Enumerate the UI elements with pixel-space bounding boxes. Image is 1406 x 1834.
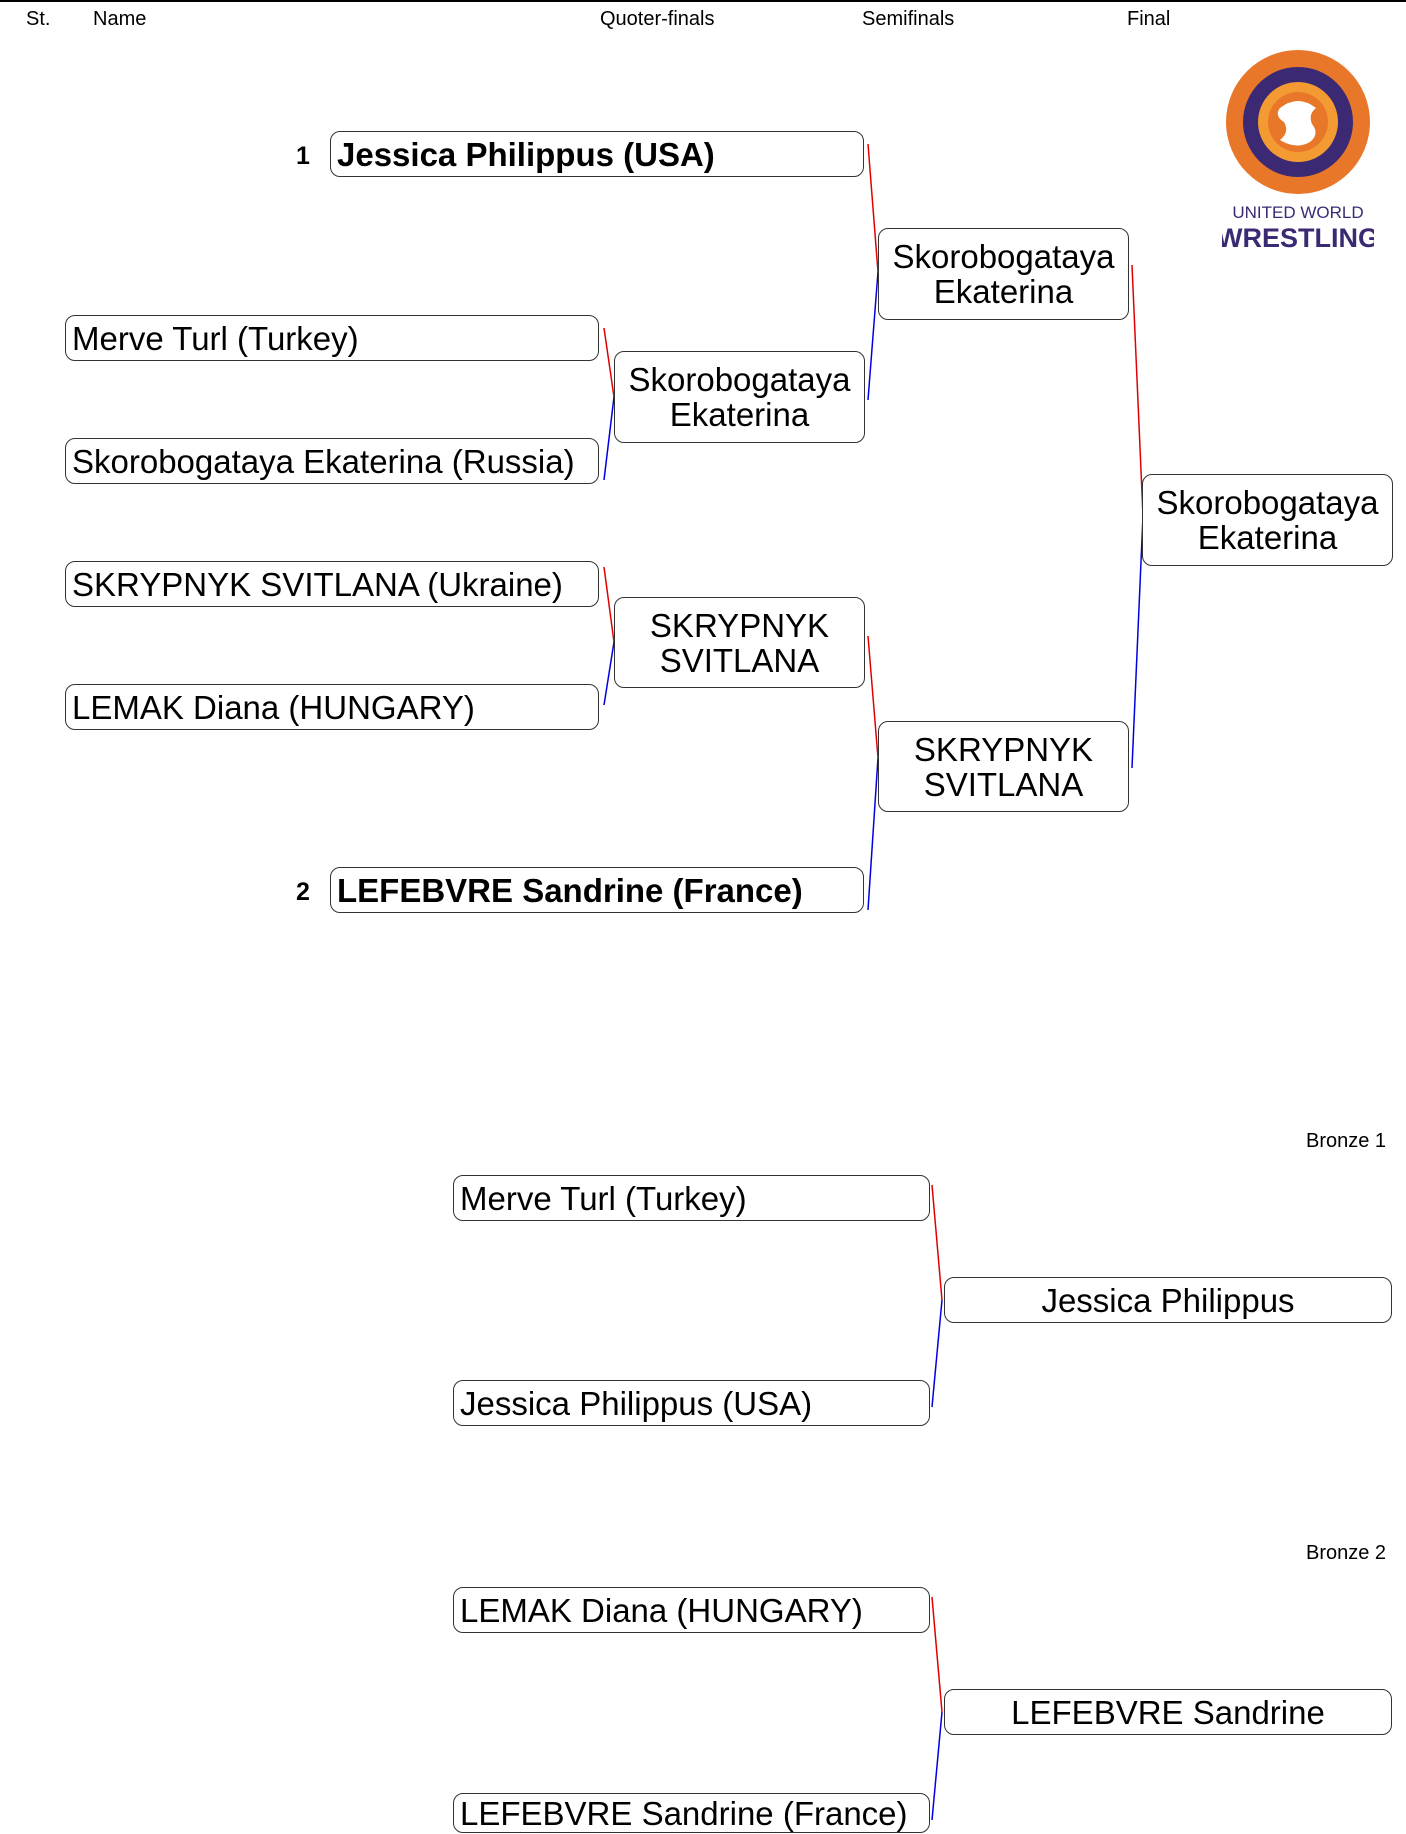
entrant-1: Jessica Philippus (USA) — [330, 131, 864, 177]
bronze-1-winner-label: Jessica Philippus — [1041, 1281, 1295, 1319]
quarterfinal-1-line2: Ekaterina — [669, 396, 810, 433]
bronze-1-label: Bronze 1 — [1306, 1130, 1387, 1152]
quarterfinal-2-winner: SKRYPNYK SVITLANA — [614, 597, 865, 688]
line-bronze1-top — [931, 1184, 943, 1301]
seed-1: 1 — [296, 142, 310, 170]
line-final-bottom — [1131, 515, 1144, 769]
line-qf1-top — [603, 327, 615, 398]
line-qf2-bottom — [603, 641, 615, 706]
entrant-3: Skorobogataya Ekaterina (Russia) — [65, 438, 599, 484]
entrant-6: LEFEBVRE Sandrine (France) — [330, 867, 864, 913]
entrant-2-label: Merve Turl (Turkey) — [72, 319, 359, 357]
bronze-2-top-entrant: LEMAK Diana (HUNGARY) — [453, 1587, 930, 1633]
line-bronze2-top — [931, 1596, 943, 1713]
bronze-2-bottom-label: LEFEBVRE Sandrine (France) — [460, 1794, 908, 1832]
bronze-2-top-label: LEMAK Diana (HUNGARY) — [460, 1591, 863, 1629]
entrant-2: Merve Turl (Turkey) — [65, 315, 599, 361]
final-winner: Skorobogataya Ekaterina — [1142, 474, 1393, 566]
entrant-4-label: SKRYPNYK SVITLANA (Ukraine) — [72, 565, 563, 603]
line-bronze2-bottom — [931, 1711, 943, 1821]
semifinal-2-winner: SKRYPNYK SVITLANA — [878, 721, 1129, 812]
semifinal-1-line1: Skorobogataya — [892, 238, 1115, 275]
quarterfinal-2-line2: SVITLANA — [659, 641, 820, 679]
header-name: Name — [93, 8, 147, 30]
header-st: St. — [26, 8, 51, 30]
top-rule — [0, 0, 1406, 2]
final-line2: Ekaterina — [1197, 519, 1338, 556]
final-line1: Skorobogataya — [1156, 484, 1379, 521]
line-bronze1-bottom — [931, 1299, 943, 1408]
entrant-4: SKRYPNYK SVITLANA (Ukraine) — [65, 561, 599, 607]
quarterfinal-2-line1: SKRYPNYK — [649, 606, 830, 644]
entrant-3-label: Skorobogataya Ekaterina (Russia) — [72, 442, 575, 480]
semifinal-1-winner: Skorobogataya Ekaterina — [878, 228, 1129, 320]
header-final: Final — [1127, 8, 1171, 30]
quarterfinal-1-winner: Skorobogataya Ekaterina — [614, 351, 865, 443]
svg-text:UNITED WORLD: UNITED WORLD — [1232, 203, 1363, 222]
bronze-1-winner: Jessica Philippus — [944, 1277, 1392, 1323]
entrant-5: LEMAK Diana (HUNGARY) — [65, 684, 599, 730]
semifinal-1-line2: Ekaterina — [933, 273, 1074, 310]
line-final-top — [1131, 264, 1144, 517]
quarterfinal-1-line1: Skorobogataya — [628, 361, 851, 398]
svg-text:WRESTLING: WRESTLING — [1222, 223, 1374, 253]
line-sf2-top — [867, 635, 879, 759]
bronze-2-label: Bronze 2 — [1306, 1542, 1387, 1564]
entrant-1-label: Jessica Philippus (USA) — [337, 135, 715, 173]
bronze-2-winner: LEFEBVRE Sandrine — [944, 1689, 1392, 1735]
seed-2: 2 — [296, 878, 310, 906]
bronze-1-top-label: Merve Turl (Turkey) — [460, 1179, 747, 1217]
semifinal-2-line1: SKRYPNYK — [913, 730, 1094, 768]
bronze-2-bottom-entrant: LEFEBVRE Sandrine (France) — [453, 1793, 930, 1833]
header-quarterfinals: Quoter-finals — [600, 8, 715, 30]
entrant-5-label: LEMAK Diana (HUNGARY) — [72, 688, 475, 726]
bronze-1-bottom-entrant: Jessica Philippus (USA) — [453, 1380, 930, 1426]
bronze-1-top-entrant: Merve Turl (Turkey) — [453, 1175, 930, 1221]
bronze-1-bottom-label: Jessica Philippus (USA) — [460, 1384, 813, 1422]
bronze-2-winner-label: LEFEBVRE Sandrine — [1011, 1693, 1325, 1731]
line-sf2-bottom — [867, 757, 879, 911]
line-sf1-top — [867, 143, 879, 273]
semifinal-2-line2: SVITLANA — [923, 765, 1084, 803]
header-semifinals: Semifinals — [862, 8, 955, 30]
uww-logo-icon: UNITED WORLD WRESTLING — [1217, 50, 1379, 253]
entrant-6-label: LEFEBVRE Sandrine (France) — [337, 871, 803, 909]
line-qf1-bottom — [603, 396, 615, 481]
line-qf2-top — [603, 566, 615, 643]
uww-logo: UNITED WORLD WRESTLING — [1217, 48, 1379, 258]
line-sf1-bottom — [867, 271, 879, 401]
